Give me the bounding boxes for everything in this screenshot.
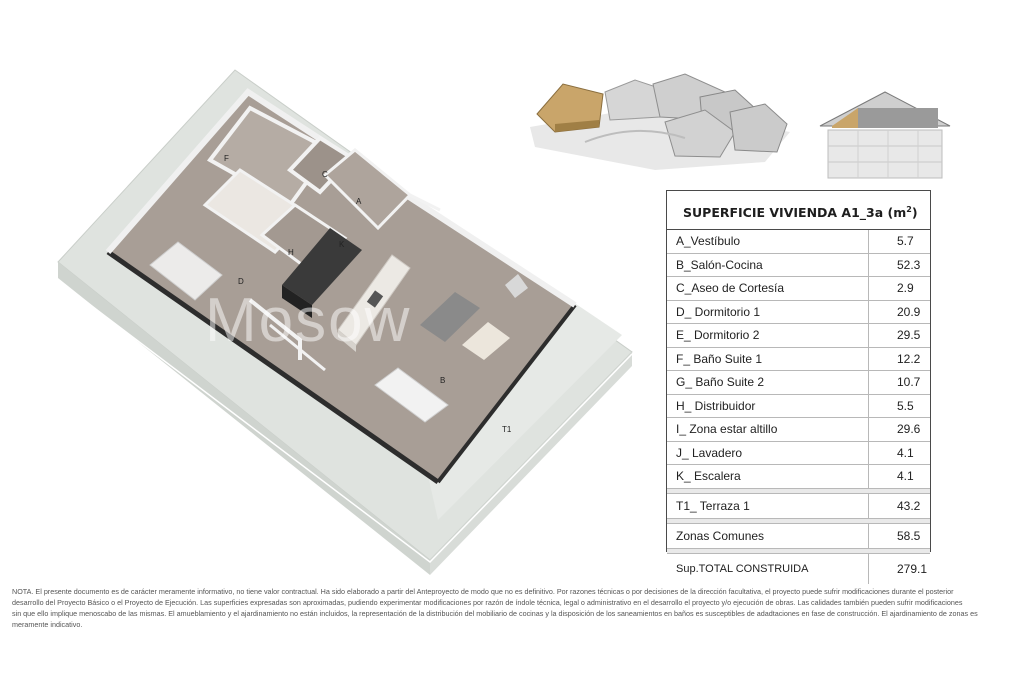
bed (149, 241, 223, 301)
row-label: Sup.TOTAL CONSTRUIDA (667, 553, 869, 584)
row-value: 2.9 (897, 281, 914, 296)
row-value: 5.5 (897, 398, 914, 413)
table-row: H_ Distribuidor 5.5 (667, 394, 930, 418)
room-label-f: F (224, 154, 229, 163)
row-value: 43.2 (897, 498, 921, 513)
row-label: E_ Dormitorio 2 (667, 324, 869, 347)
partition-2 (269, 323, 326, 372)
note-line: sin que ello implique menoscabo de las m… (12, 609, 978, 629)
table-row-common: Zonas Comunes 58.5 (667, 523, 930, 549)
partition-3 (409, 193, 441, 212)
glass-rail (59, 281, 633, 563)
outer-wall-right (436, 303, 577, 484)
dining-table (374, 367, 449, 423)
note-line: desarrollo del Proyecto Básico o el Proy… (12, 598, 963, 607)
room-label-t1: T1 (502, 425, 512, 434)
row-value: 12.2 (897, 351, 921, 366)
table-separator (667, 518, 930, 524)
table-row: B_Salón-Cocina 52.3 (667, 253, 930, 277)
surface-area-table: SUPERFICIE VIVIENDA A1_3a (m2) A_Vestíbu… (666, 190, 931, 584)
sofa (420, 292, 480, 342)
table-row-terrace: T1_ Terraza 1 43.2 (667, 493, 930, 519)
table-title-sup: 2 (906, 205, 912, 214)
row-value: 20.9 (897, 304, 921, 319)
table-row: I_ Zona estar altillo 29.6 (667, 418, 930, 442)
table-row: K_ Escalera 4.1 (667, 465, 930, 489)
partition-1 (248, 298, 302, 360)
outer-wall-top (105, 88, 577, 308)
terrace-edge-right (430, 352, 632, 575)
row-label: T1_ Terraza 1 (667, 493, 869, 518)
row-value: 4.1 (897, 445, 914, 460)
terrace-edge (58, 262, 430, 575)
outer-wall-left (106, 249, 440, 485)
row-label: B_Salón-Cocina (667, 253, 869, 276)
legal-note: NOTA. El presente documento es de caráct… (12, 586, 1012, 630)
row-value: 279.1 (897, 561, 928, 576)
table-row: G_ Baño Suite 2 10.7 (667, 371, 930, 395)
building-cluster-thumbnail (530, 73, 790, 170)
row-value: 4.1 (897, 469, 914, 484)
facade-thumbnail (819, 91, 951, 179)
coffee-table (462, 322, 510, 360)
row-value: 29.6 (897, 422, 921, 437)
row-label: C_Aseo de Cortesía (667, 277, 869, 300)
row-value: 10.7 (897, 375, 921, 390)
room-label-k: K (339, 240, 345, 249)
table-title: SUPERFICIE VIVIENDA A1_3a (m2) (667, 191, 930, 230)
room-label-d: D (238, 277, 244, 286)
room-label-a: A (356, 197, 362, 206)
row-label: I_ Zona estar altillo (667, 418, 869, 441)
table-row: C_Aseo de Cortesía 2.9 (667, 277, 930, 301)
highlighted-building (536, 83, 604, 133)
row-label: F_ Baño Suite 1 (667, 347, 869, 370)
row-value: 58.5 (897, 528, 921, 543)
table-title-close: ) (911, 205, 918, 221)
room-label-b: B (440, 376, 445, 385)
staircase-k-side (282, 285, 312, 318)
row-value: 29.5 (897, 328, 921, 343)
floor-plan-render: A B C D F H K T1 (57, 69, 633, 575)
row-label: G_ Baño Suite 2 (667, 371, 869, 394)
row-label: A_Vestíbulo (667, 230, 869, 253)
armchair (505, 274, 528, 298)
row-label: D_ Dormitorio 1 (667, 300, 869, 323)
table-row: F_ Baño Suite 1 12.2 (667, 347, 930, 371)
table-row: E_ Dormitorio 2 29.5 (667, 324, 930, 348)
row-label: H_ Distribuidor (667, 394, 869, 417)
table-row: J_ Lavadero 4.1 (667, 441, 930, 465)
note-line: NOTA. El presente documento es de caráct… (12, 587, 954, 596)
kitchen-island-side (338, 330, 356, 352)
table-separator (667, 548, 930, 554)
staircase-k (282, 228, 362, 305)
highlighted-unit (832, 108, 858, 128)
table-row: A_Vestíbulo 5.7 (667, 230, 930, 254)
terrace-t1 (420, 300, 622, 520)
room-label-c: C (322, 170, 328, 179)
row-label: J_ Lavadero (667, 441, 869, 464)
row-value: 5.7 (897, 234, 914, 249)
hob (366, 290, 384, 308)
table-row-total: Sup.TOTAL CONSTRUIDA 279.1 (667, 553, 930, 584)
row-value: 52.3 (897, 257, 921, 272)
row-label: Zonas Comunes (667, 523, 869, 548)
row-label: K_ Escalera (667, 465, 869, 488)
table-separator (667, 488, 930, 494)
table-row: D_ Dormitorio 1 20.9 (667, 300, 930, 324)
table-title-text: SUPERFICIE VIVIENDA A1_3a (m (683, 205, 907, 221)
room-label-h: H (288, 248, 294, 257)
